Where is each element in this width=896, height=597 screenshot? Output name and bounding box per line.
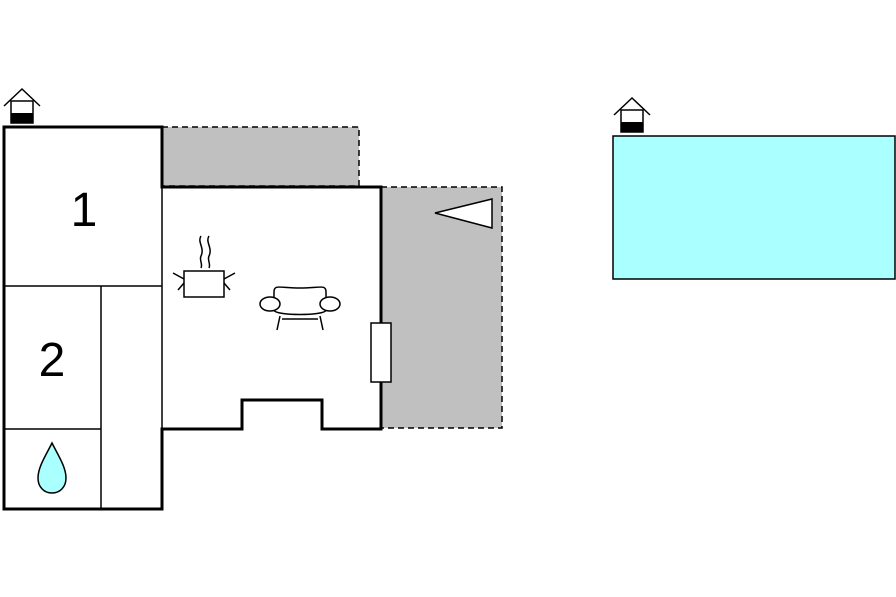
terrace-right	[380, 186, 503, 429]
room-label-2: 2	[39, 334, 66, 387]
pool-entrance-icon	[613, 96, 651, 133]
cooking-pot-icon	[172, 235, 236, 298]
triangle-marker-icon	[434, 198, 493, 229]
terrace-top	[161, 126, 360, 187]
house-entrance-icon	[3, 87, 41, 124]
water-drop-icon	[37, 441, 67, 494]
door-icon	[370, 322, 392, 383]
sofa-icon	[259, 286, 341, 331]
room-label-1: 1	[71, 184, 98, 237]
pool	[612, 135, 896, 280]
